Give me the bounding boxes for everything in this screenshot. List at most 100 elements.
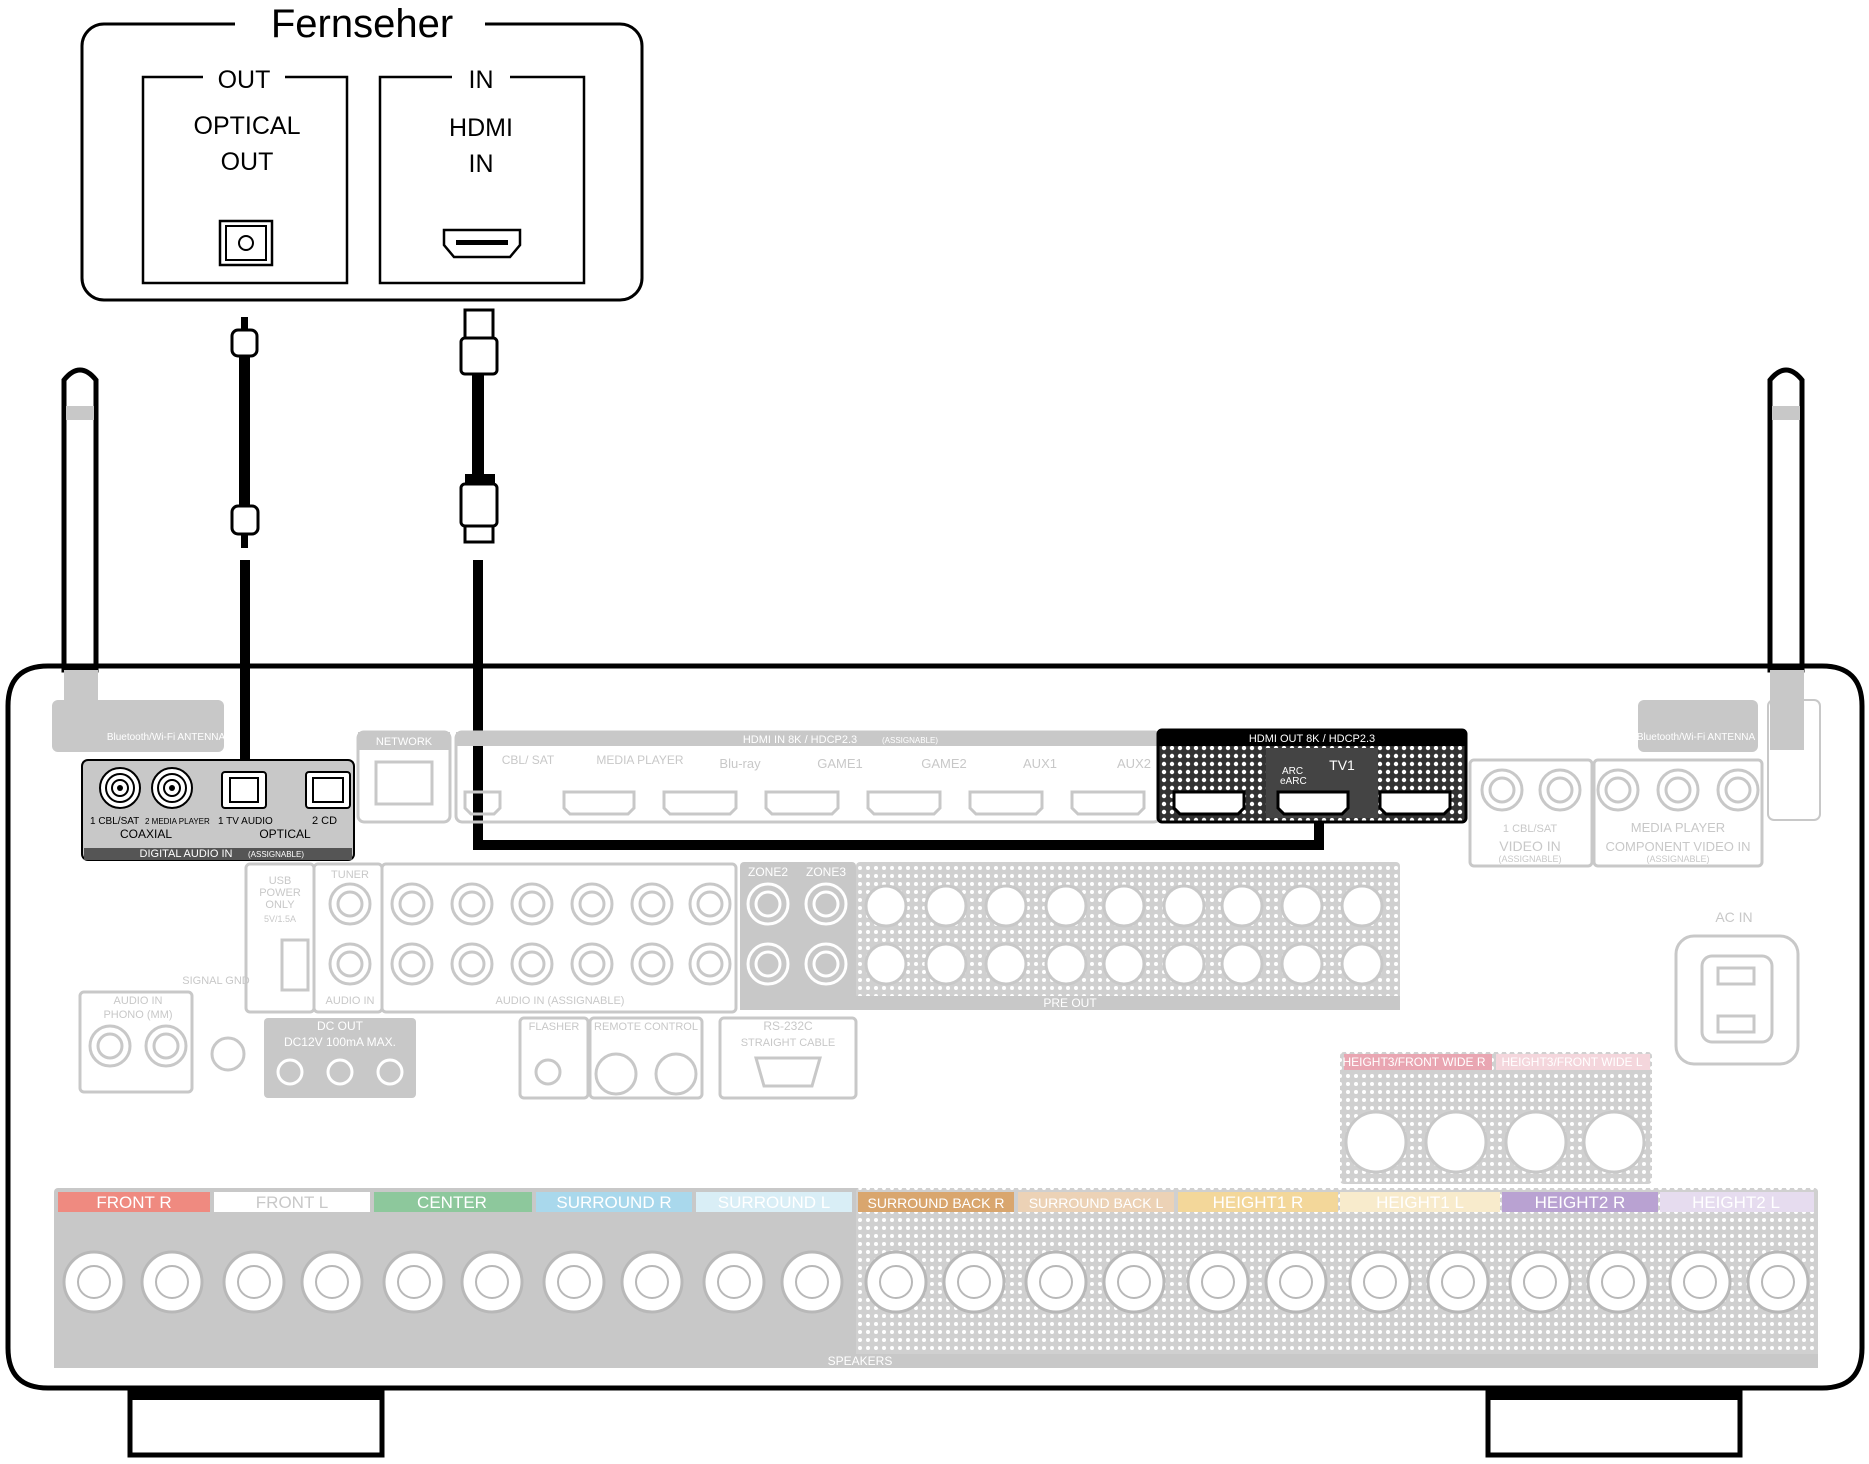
speaker-group-label: SURROUND BACK L — [1029, 1195, 1164, 1211]
hdmi-in-label: AUX2 — [1117, 756, 1151, 771]
usb-line2: POWER — [259, 887, 301, 899]
hdmi-cable — [459, 308, 1324, 850]
hdmi-in-panel: HDMI IN 8K / HDCP2.3 (ASSIGNABLE) CBL/ S… — [454, 730, 1162, 824]
optical-cable — [230, 317, 260, 812]
component-title: MEDIA PLAYER — [1631, 820, 1725, 835]
speaker-group-label: SURROUND L — [718, 1193, 830, 1212]
flasher-title: FLASHER — [529, 1021, 580, 1033]
phono-title: AUDIO IN — [114, 995, 163, 1007]
network-port: NETWORK — [356, 730, 452, 824]
hdmi-in-label: CBL/ SAT — [502, 753, 555, 767]
usb-line4: 5V/1.5A — [264, 914, 296, 924]
optical-out-line1: OPTICAL — [194, 112, 301, 140]
dc-out-title: DC OUT — [317, 1019, 364, 1033]
optical-jack-1 — [221, 771, 267, 809]
dc-out-spec: DC12V 100mA MAX. — [284, 1035, 396, 1049]
pre-out-footer: PRE OUT — [1043, 996, 1097, 1010]
tv-hdmi-in-box: IN HDMI IN — [378, 64, 586, 285]
rs232-title: RS-232C — [763, 1019, 813, 1033]
zone2-label: ZONE2 — [748, 865, 788, 879]
coaxial-label: COAXIAL — [120, 827, 172, 841]
receiver-chassis — [5, 663, 1865, 1458]
antenna-left — [61, 367, 99, 750]
remote-title: REMOTE CONTROL — [594, 1021, 698, 1033]
network-label: NETWORK — [376, 736, 433, 748]
speaker-group-label: SURROUND R — [556, 1193, 671, 1212]
hdmi-out-header: HDMI OUT 8K / HDCP2.3 — [1249, 733, 1375, 745]
speakers-footer: SPEAKERS — [828, 1354, 893, 1368]
hdmi-in-assignable: (ASSIGNABLE) — [882, 736, 938, 745]
out-header: OUT — [218, 66, 271, 94]
zone3-label: ZONE3 — [806, 865, 846, 879]
optical-port-icon — [218, 219, 274, 267]
coaxial-jack-2 — [151, 767, 193, 809]
height3-l-label: HEIGHT3/FRONT WIDE L — [1501, 1055, 1642, 1069]
speaker-group-label: HEIGHT2 R — [1535, 1193, 1626, 1212]
hdmi-in-header: HDMI IN 8K / HDCP2.3 — [743, 734, 857, 746]
digital-audio-in-panel: 1 CBL/SAT 2 MEDIA PLAYER 1 TV AUDIO 2 CD… — [81, 759, 355, 861]
tuner-label: TUNER — [331, 869, 369, 881]
zone-panel: ZONE2 ZONE3 — [740, 862, 856, 1008]
antenna-right — [1767, 367, 1805, 750]
audio-in-small-label: AUDIO IN — [326, 995, 375, 1007]
flasher-panel — [518, 1016, 858, 1100]
audio-in-footer: AUDIO IN (ASSIGNABLE) — [496, 995, 625, 1007]
height3-panel: HEIGHT3/FRONT WIDE R HEIGHT3/FRONT WIDE … — [1340, 1052, 1652, 1184]
speakers-panel: SPEAKERS FRONT R FRONT L CENTER SURROUND… — [54, 1188, 1818, 1368]
hdmi-in-line2: IN — [469, 150, 494, 178]
component-assignable: (ASSIGNABLE) — [1646, 854, 1709, 864]
digital-audio-footer-small: (ASSIGNABLE) — [248, 850, 304, 859]
usb-line1: USB — [269, 875, 292, 887]
optical-out-line2: OUT — [221, 148, 274, 176]
antenna-tab-left: Bluetooth/Wi-Fi ANTENNA — [52, 700, 226, 752]
video-in-panel — [1468, 758, 1764, 868]
pre-out-panel: PRE OUT — [740, 862, 1400, 1010]
speaker-terminals — [62, 1250, 1810, 1314]
speaker-group-label: CENTER — [417, 1193, 487, 1212]
speaker-group-label: HEIGHT1 L — [1376, 1193, 1464, 1212]
opt1-label: 1 TV AUDIO — [218, 816, 273, 827]
in-header: IN — [469, 66, 494, 94]
dc-out-panel: DC OUT DC12V 100mA MAX. — [264, 1018, 416, 1098]
opt2-label: 2 CD — [312, 815, 337, 827]
hdmi-in-line1: HDMI — [449, 114, 513, 142]
speaker-group-label: FRONT L — [256, 1193, 328, 1212]
hdmi-port-icon — [442, 228, 522, 259]
ac-in-label: AC IN — [1715, 909, 1752, 925]
coax1-label: 1 CBL/SAT — [90, 816, 139, 827]
coax2-label: 2 MEDIA PLAYER — [145, 817, 210, 826]
speaker-group-label: SURROUND BACK R — [868, 1195, 1005, 1211]
tv-optical-out-box: OUT OPTICAL OUT — [141, 64, 349, 285]
hdmi-in-ports — [463, 790, 1146, 816]
hdmi-in-label: AUX1 — [1023, 756, 1057, 771]
speaker-group-label: FRONT R — [96, 1193, 171, 1212]
hdmi-in-labels: CBL/ SAT MEDIA PLAYER Blu-ray GAME1 GAME… — [502, 753, 1151, 771]
speaker-group-label: HEIGHT1 R — [1213, 1193, 1304, 1212]
antenna-tab-right: Bluetooth/Wi-Fi ANTENNA — [1637, 699, 1821, 821]
antenna-label-right: Bluetooth/Wi-Fi ANTENNA — [1637, 732, 1756, 743]
video-in-assignable: (ASSIGNABLE) — [1498, 854, 1561, 864]
hdmi-in-label: GAME1 — [817, 756, 863, 771]
digital-audio-footer: DIGITAL AUDIO IN — [140, 848, 233, 860]
hdmi-in-label: MEDIA PLAYER — [596, 753, 683, 767]
optical-jack-2 — [305, 771, 351, 809]
signal-gnd-label: SIGNAL GND — [182, 975, 249, 987]
coaxial-jack-1 — [99, 767, 141, 809]
audio-in-panel — [312, 862, 738, 1014]
tv-device: Fernseher OUT OPTICAL OUT IN HDMI IN — [80, 2, 644, 302]
video-in-labels: 1 CBL/SAT — [1503, 823, 1557, 835]
height3-r-label: HEIGHT3/FRONT WIDE R — [1342, 1055, 1485, 1069]
optical-label: OPTICAL — [259, 827, 311, 841]
tv-title: Fernseher — [271, 2, 453, 46]
phono-panel — [78, 990, 246, 1094]
component-footer: COMPONENT VIDEO IN — [1606, 839, 1751, 854]
arc-label: ARC — [1282, 766, 1303, 777]
usb-line3: ONLY — [265, 899, 295, 911]
hdmi-out-panel: HDMI OUT 8K / HDCP2.3 ARC eARC TV1 — [1156, 728, 1468, 824]
rs232-sub: STRAIGHT CABLE — [741, 1037, 836, 1049]
hdmi-in-label: GAME2 — [921, 756, 967, 771]
usb-port: USB POWER ONLY 5V/1.5A — [244, 862, 316, 1014]
hdmi-in-label: Blu-ray — [719, 756, 761, 771]
hdmi-out-tv1-port — [1276, 790, 1350, 816]
